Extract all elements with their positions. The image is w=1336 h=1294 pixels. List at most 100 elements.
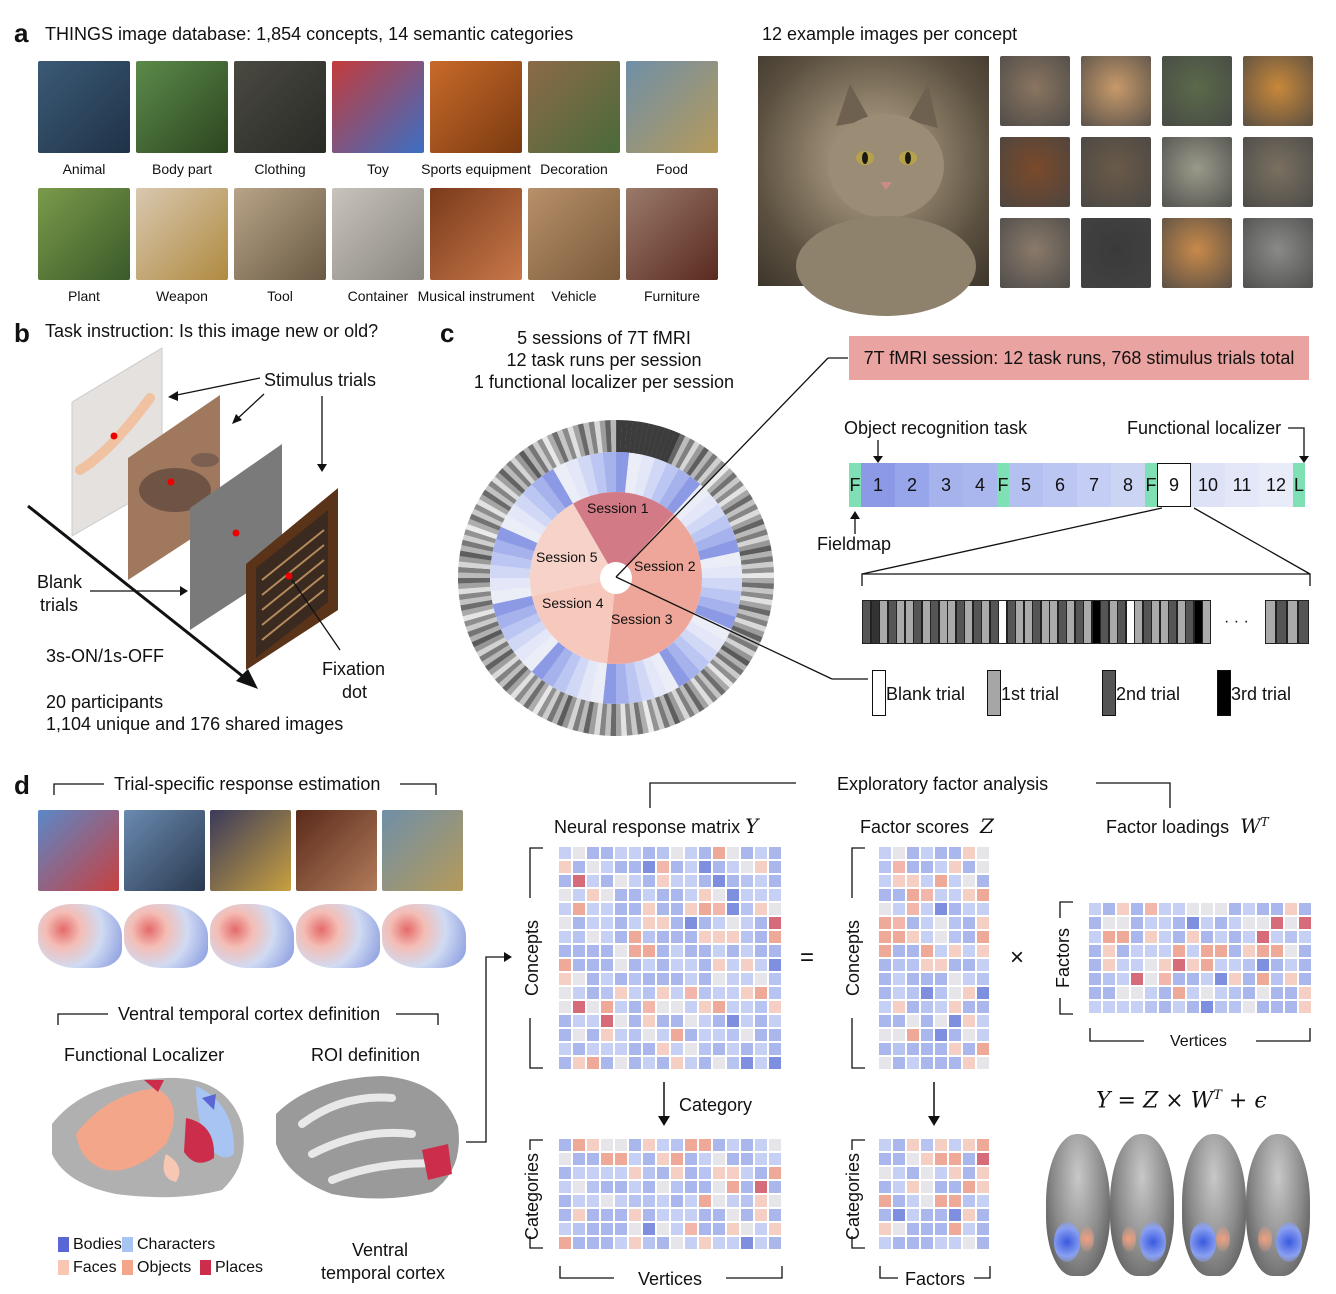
matrix-cell — [656, 986, 670, 1000]
matrix-cell — [1144, 944, 1158, 958]
matrix-cell — [1242, 944, 1256, 958]
matrix-cell — [934, 1028, 948, 1042]
matrix-cell — [934, 944, 948, 958]
matrix-cell — [948, 972, 962, 986]
matrix-cell — [948, 944, 962, 958]
vtc-activation-warm — [1122, 1226, 1136, 1252]
matrix-cell — [572, 860, 586, 874]
cat-image-large — [758, 56, 989, 316]
matrix-cell — [768, 874, 782, 888]
matrix-cell — [558, 944, 572, 958]
matrix-cell — [948, 1014, 962, 1028]
matrix-cell — [878, 1236, 892, 1250]
matrix-cell — [684, 916, 698, 930]
matrix-cell — [740, 958, 754, 972]
matrix-cell — [614, 1000, 628, 1014]
matrix-cell — [1186, 1000, 1200, 1014]
category-caption: Body part — [152, 161, 212, 177]
trial-stripe — [458, 561, 491, 570]
trial-stripe — [459, 595, 492, 606]
category-thumb — [626, 188, 718, 280]
object-task-label: Object recognition task — [844, 418, 1028, 438]
matrix-cell — [600, 930, 614, 944]
trial-stripe — [532, 441, 554, 472]
matrix-cell — [628, 1056, 642, 1070]
matrix-cell — [684, 944, 698, 958]
matrix-cell — [642, 1014, 656, 1028]
trial-stripe — [678, 684, 700, 715]
matrix-cell — [558, 902, 572, 916]
trial-stripe — [514, 453, 539, 482]
sessions-line-1: 5 sessions of 7T fMRI — [517, 328, 691, 348]
matrix-cell — [684, 902, 698, 916]
matrix-cell — [600, 972, 614, 986]
trial-stripe — [502, 464, 529, 491]
legend-faces: Faces — [58, 1259, 117, 1277]
trial-stripe — [494, 658, 523, 684]
matrix-cell — [628, 1028, 642, 1042]
matrix-cell — [656, 1014, 670, 1028]
trial-stripe — [561, 427, 578, 460]
matrix-cell — [1270, 1000, 1284, 1014]
run-block: 7 — [1077, 463, 1111, 507]
category-thumb — [38, 188, 130, 280]
trial-cell — [1202, 600, 1211, 644]
cat-example-thumb — [1081, 56, 1151, 126]
category-caption: Furniture — [643, 288, 701, 304]
matrix-cell — [628, 930, 642, 944]
run-segment — [490, 577, 531, 592]
blank-trial-swatch — [872, 670, 886, 716]
matrix-cell — [1158, 958, 1172, 972]
matrix-cell — [962, 1236, 976, 1250]
matrix-cell — [976, 1194, 990, 1208]
matrix-cell — [572, 944, 586, 958]
matrix-cell — [934, 860, 948, 874]
matrix-cell — [558, 958, 572, 972]
matrix-cell — [892, 1000, 906, 1014]
matrix-cell — [878, 1194, 892, 1208]
trial-stripe — [604, 420, 612, 453]
trial-stripe — [642, 700, 655, 733]
matrix-cell — [558, 860, 572, 874]
trial-stripe — [467, 620, 500, 638]
matrix-cell — [976, 1180, 990, 1194]
categories-axis-2: Categories — [843, 1152, 863, 1240]
matrix-cell — [948, 902, 962, 916]
second-trial-swatch — [1102, 670, 1116, 716]
matrix-cell — [768, 1014, 782, 1028]
run-segment — [602, 663, 616, 704]
matrix-cell — [726, 888, 740, 902]
matrix-cell — [740, 916, 754, 930]
run-segment — [496, 526, 538, 552]
trial-stripe — [551, 693, 569, 725]
matrix-cell — [754, 986, 768, 1000]
matrix-cell — [698, 902, 712, 916]
matrix-cell — [572, 958, 586, 972]
matrix-cell — [878, 1152, 892, 1166]
factors-label-category: Factors — [905, 1269, 966, 1289]
matrix-cell — [948, 1028, 962, 1042]
matrix-cell — [1116, 930, 1130, 944]
matrix-cell — [906, 1000, 920, 1014]
matrix-cell — [670, 860, 684, 874]
panel-c-label: c — [440, 318, 455, 348]
matrix-cell — [1102, 944, 1116, 958]
matrix-cell — [656, 902, 670, 916]
category-caption: Tool — [267, 288, 293, 304]
matrix-cell — [726, 874, 740, 888]
matrix-cell — [906, 1152, 920, 1166]
matrix-cell — [642, 916, 656, 930]
matrix-cell — [934, 1000, 948, 1014]
run-segment — [506, 620, 547, 653]
brain-render — [1046, 1134, 1110, 1276]
matrix-cell — [1270, 986, 1284, 1000]
matrix-cell — [892, 1236, 906, 1250]
category-caption: Toy — [367, 161, 389, 177]
trial-stripe — [615, 703, 622, 736]
matrix-cell — [586, 944, 600, 958]
matrix-cell — [1256, 916, 1270, 930]
matrix-cell — [768, 1166, 782, 1180]
matrix-cell — [670, 958, 684, 972]
matrix-cell — [698, 1028, 712, 1042]
cat-example-thumb — [1243, 218, 1313, 288]
